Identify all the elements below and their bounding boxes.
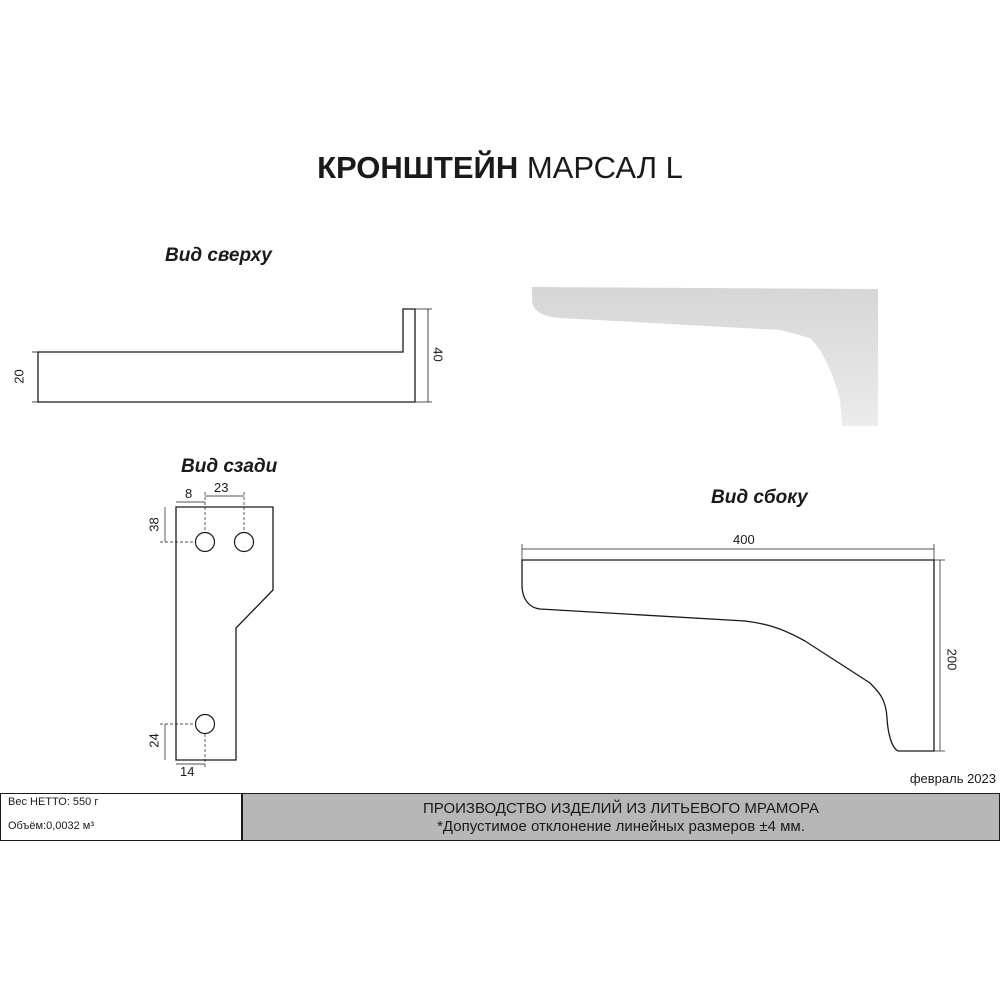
top-dim-height: 20	[12, 367, 27, 387]
date-label: февраль 2023	[910, 771, 996, 786]
bracket-render	[532, 287, 878, 426]
mount-hole-top-left	[196, 533, 215, 552]
side-view-dimensions	[522, 544, 945, 751]
back-dim-bottom-hole: 24	[147, 731, 162, 751]
banner-line-2: *Допустимое отклонение линейных размеров…	[243, 818, 999, 835]
side-view-outline	[522, 560, 934, 751]
mount-hole-bottom	[196, 715, 215, 734]
top-view-outline	[38, 309, 415, 402]
top-dim-total: 40	[431, 345, 446, 365]
volume-text: Объём:0,0032 м³	[8, 820, 94, 832]
footer-banner: ПРОИЗВОДСТВО ИЗДЕЛИЙ ИЗ ЛИТЬЕВОГО МРАМОР…	[242, 793, 1000, 841]
side-dim-length: 400	[733, 532, 755, 547]
back-view-outline	[176, 507, 273, 760]
back-view-label: Вид сзади	[181, 456, 277, 478]
side-view-label: Вид сбоку	[711, 487, 808, 509]
back-dim-bottom-edge: 14	[180, 764, 194, 779]
side-dim-height: 200	[945, 648, 960, 672]
back-dim-hole-spacing: 23	[214, 480, 228, 495]
top-view-label: Вид сверху	[165, 245, 272, 267]
weight-text: Вес НЕТТО: 550 г	[8, 796, 98, 808]
info-box: Вес НЕТТО: 550 г Объём:0,0032 м³	[0, 793, 242, 841]
mount-hole-top-right	[235, 533, 254, 552]
back-dim-top-hole: 38	[147, 515, 162, 535]
banner-line-1: ПРОИЗВОДСТВО ИЗДЕЛИЙ ИЗ ЛИТЬЕВОГО МРАМОР…	[243, 800, 999, 817]
back-dim-edge: 8	[185, 486, 192, 501]
